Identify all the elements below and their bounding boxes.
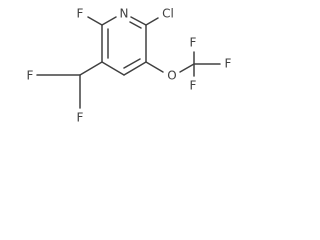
bond-c5-c4	[123, 61, 147, 76]
atom-f-chf2-left: F	[27, 69, 34, 83]
bond-c2-f	[87, 16, 103, 26]
bond-o-ccf3	[179, 63, 195, 73]
atom-f-chf2-down: F	[77, 111, 84, 125]
bond-c3-chf2	[79, 61, 103, 76]
bond-n-c6-inner	[129, 21, 142, 29]
bond-c5-c4-inner	[123, 58, 141, 69]
bond-c5-o	[145, 61, 164, 73]
atom-f-cf3-bottom: F	[190, 79, 197, 93]
atom-f-ring: F	[77, 7, 84, 21]
structure-diagram: N F Cl O F F F F F	[27, 7, 232, 125]
pyridine-ring	[101, 16, 147, 76]
atom-o: O	[167, 69, 176, 83]
atom-cl: Cl	[162, 7, 174, 21]
bond-c2-n	[101, 16, 117, 26]
bond-n-c6	[130, 16, 147, 26]
bond-c6-cl	[145, 17, 159, 26]
bond-c4-c3	[101, 61, 125, 76]
atom-f-cf3-top: F	[190, 36, 197, 50]
atom-f-cf3-right: F	[225, 57, 232, 71]
atom-n: N	[120, 7, 129, 21]
